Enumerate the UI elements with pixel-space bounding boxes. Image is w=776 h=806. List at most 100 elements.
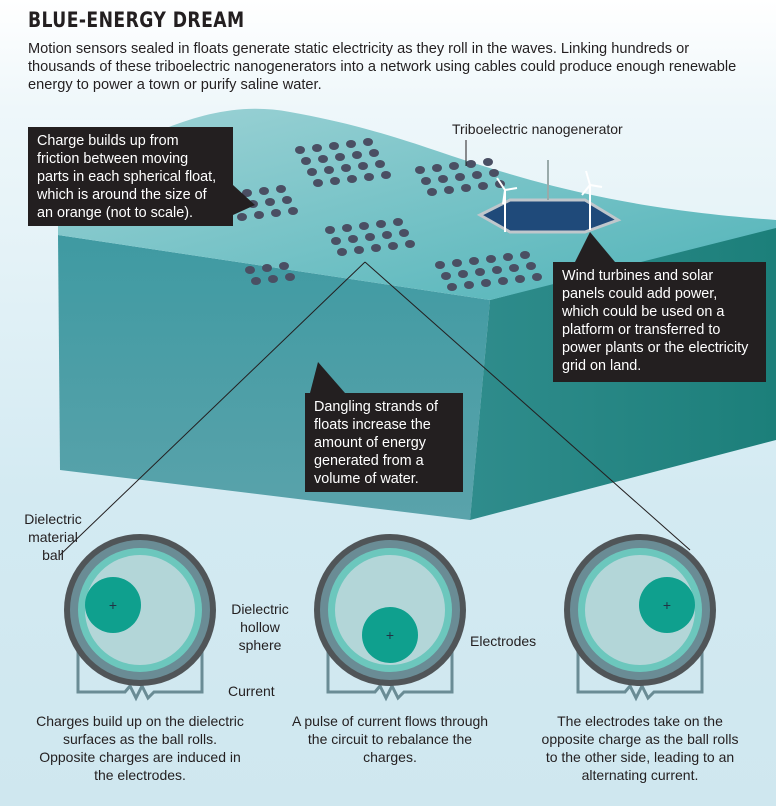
float: [288, 207, 298, 215]
float: [427, 188, 437, 196]
float: [318, 155, 328, 163]
leader-lines: [59, 140, 691, 556]
generator-diagram-1: +: [64, 534, 216, 702]
float: [364, 173, 374, 181]
float: [313, 179, 323, 187]
float: [371, 244, 381, 252]
caption-step-2: A pulse of current flows through the cir…: [291, 713, 489, 765]
float: [464, 281, 474, 289]
float: [498, 277, 508, 285]
float: [503, 253, 513, 261]
float: [359, 222, 369, 230]
intro-text: Motion sensors sealed in floats generate…: [28, 41, 737, 93]
callout-pointer-charge: [233, 185, 255, 215]
float: [268, 275, 278, 283]
caption-step-3: The electrodes take on the opposite char…: [541, 713, 739, 783]
float: [447, 283, 457, 291]
float: [279, 262, 289, 270]
label-dielectric-ball: Dielectric material ball: [24, 511, 82, 563]
generator-diagram-3: +: [564, 534, 716, 702]
float: [348, 235, 358, 243]
caption-step-1: Charges build up on the dielectric surfa…: [36, 713, 244, 783]
float: [375, 160, 385, 168]
float: [330, 177, 340, 185]
float: [329, 142, 339, 150]
svg-text:+: +: [386, 627, 394, 643]
float: [254, 211, 264, 219]
float: [347, 175, 357, 183]
float: [382, 231, 392, 239]
float: [466, 160, 476, 168]
float: [515, 275, 525, 283]
float: [337, 248, 347, 256]
float: [432, 164, 442, 172]
float: [363, 138, 373, 146]
callout-pointer-strands: [310, 362, 345, 393]
float: [376, 220, 386, 228]
float: [242, 189, 252, 197]
float: [449, 162, 459, 170]
float: [369, 149, 379, 157]
float: [486, 255, 496, 263]
callout-pointer-wind: [575, 232, 615, 262]
float: [393, 218, 403, 226]
float: [405, 240, 415, 248]
page-title: BLUE-ENERGY DREAM: [28, 8, 245, 32]
callout-strands: Dangling strands of floats increase the …: [305, 393, 463, 492]
float: [358, 162, 368, 170]
float: [282, 196, 292, 204]
float: [509, 264, 519, 272]
float: [342, 224, 352, 232]
float: [444, 186, 454, 194]
float: [307, 168, 317, 176]
float: [455, 173, 465, 181]
float: [301, 157, 311, 165]
float: [492, 266, 502, 274]
float: [532, 273, 542, 281]
float: [520, 251, 530, 259]
label-current: Current: [228, 683, 275, 699]
float: [472, 171, 482, 179]
float: [276, 185, 286, 193]
float: [415, 166, 425, 174]
float: [421, 177, 431, 185]
float: [352, 151, 362, 159]
platform: [476, 160, 622, 234]
float: [526, 262, 536, 270]
float: [388, 242, 398, 250]
generator-diagram-2: +: [314, 534, 466, 702]
float: [325, 226, 335, 234]
float: [458, 270, 468, 278]
callout-wind: Wind turbines and solar panels could add…: [553, 262, 766, 382]
callout-charge: Charge builds up from friction between m…: [28, 127, 233, 226]
float: [341, 164, 351, 172]
float: [381, 171, 391, 179]
float: [271, 209, 281, 217]
label-nanogenerator: Triboelectric nanogenerator: [452, 121, 623, 137]
svg-text:+: +: [663, 597, 671, 613]
float: [285, 273, 295, 281]
svg-text:+: +: [109, 597, 117, 613]
float: [475, 268, 485, 276]
float: [265, 198, 275, 206]
float: [245, 266, 255, 274]
label-electrodes: Electrodes: [470, 633, 537, 649]
float: [441, 272, 451, 280]
float: [331, 237, 341, 245]
float: [483, 158, 493, 166]
float: [335, 153, 345, 161]
float: [295, 146, 305, 154]
float: [478, 182, 488, 190]
float: [469, 257, 479, 265]
float: [237, 213, 247, 221]
float: [251, 277, 261, 285]
float: [438, 175, 448, 183]
float: [489, 169, 499, 177]
float: [259, 187, 269, 195]
float: [461, 184, 471, 192]
float: [312, 144, 322, 152]
float: [262, 264, 272, 272]
float: [324, 166, 334, 174]
float: [435, 261, 445, 269]
